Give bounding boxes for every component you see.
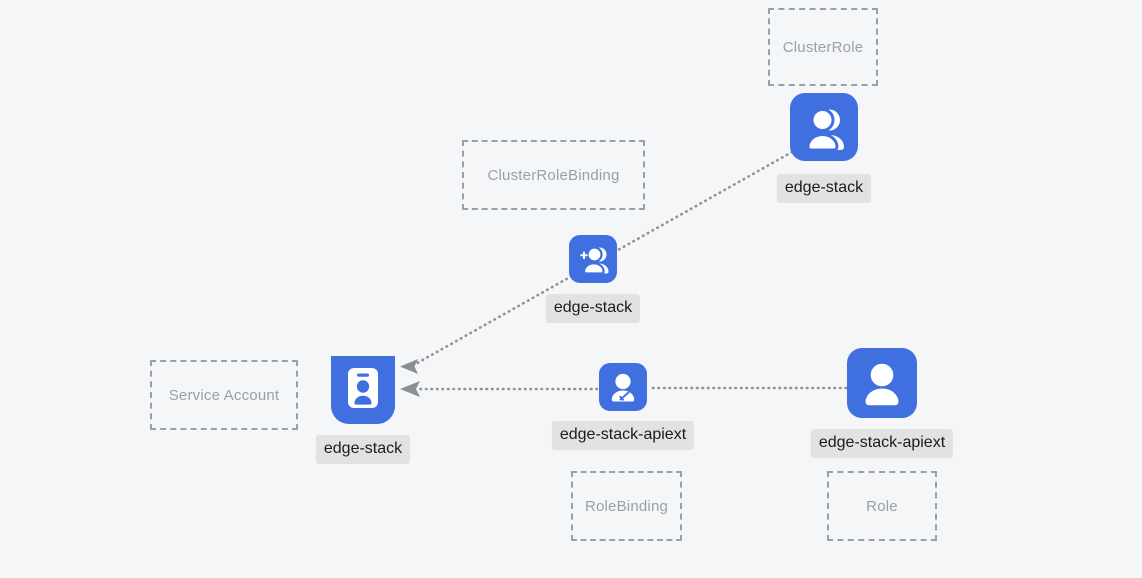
kind-box-role: Role [827,471,937,541]
kind-box-serviceaccount: Service Account [150,360,298,430]
people-group-icon[interactable] [790,93,858,161]
person-icon[interactable] [847,348,917,418]
node-role[interactable]: edge-stack-apiext [810,348,954,458]
node-label-serviceaccount: edge-stack [315,435,411,464]
kind-label-rolebinding: RoleBinding [584,497,669,515]
node-serviceaccount[interactable]: edge-stack [315,356,411,464]
kind-label-role: Role [866,497,898,515]
node-clusterrolebinding[interactable]: edge-stack [545,235,641,323]
node-label-rolebinding: edge-stack-apiext [551,421,695,450]
id-badge-icon[interactable] [331,356,395,428]
kind-box-rolebinding: RoleBinding [571,471,682,541]
node-label-clusterrolebinding: edge-stack [545,294,641,323]
kind-box-clusterrole: ClusterRole [768,8,878,86]
person-edit-icon[interactable] [599,363,647,411]
node-clusterrole[interactable]: edge-stack [776,93,872,203]
edge-rolebinding-to-serviceaccount [400,381,599,397]
node-label-role: edge-stack-apiext [810,429,954,458]
node-label-clusterrole: edge-stack [776,174,872,203]
kind-box-clusterrolebinding: ClusterRoleBinding [462,140,645,210]
kind-label-clusterrole: ClusterRole [782,38,864,56]
node-rolebinding[interactable]: edge-stack-apiext [551,363,695,450]
person-add-icon[interactable] [569,235,617,283]
kind-label-serviceaccount: Service Account [168,386,280,404]
kind-label-clusterrolebinding: ClusterRoleBinding [487,166,620,184]
